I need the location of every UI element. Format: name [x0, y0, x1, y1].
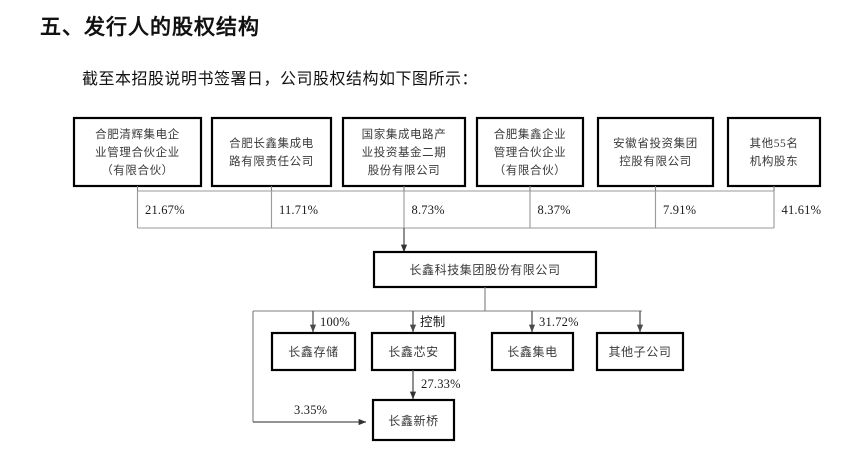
shareholder-box-2: 合肥长鑫集成电 路有限责任公司 [210, 116, 333, 188]
ownership-structure-diagram: 合肥清辉集电企 业管理合伙企业 （有限合伙） 合肥长鑫集成电 路有限责任公司 国… [0, 100, 867, 457]
shareholder-2-percent: 11.71% [279, 203, 318, 217]
shareholder-3-percent: 8.73% [412, 203, 445, 217]
subsidiary-2-relation: 控制 [420, 315, 445, 329]
shareholder-percent-row: 21.67% 11.71% 8.73% 8.37% 7.91% 41.61% [137, 190, 822, 229]
sub-subsidiary-box: 长鑫新桥 [371, 398, 456, 442]
shareholder-box-5: 安徽省投资集团 控股有限公司 [596, 116, 715, 188]
shareholder-5-line-1: 安徽省投资集团 [613, 136, 698, 150]
subsidiary-2-name: 长鑫芯安 [388, 344, 438, 359]
shareholder-5-line-2: 控股有限公司 [619, 154, 692, 168]
subsidiary-1-name: 长鑫存储 [288, 344, 338, 359]
shareholder-6-line-2: 机构股东 [750, 154, 798, 168]
shareholder-4-line-1: 合肥集鑫企业 [494, 127, 567, 141]
shareholder-4-line-3: （有限合伙） [494, 163, 567, 177]
subsidiary-relation-labels: 100% 控制 31.72% [320, 315, 579, 329]
shareholder-1-percent: 21.67% [145, 203, 185, 217]
shareholder-2-line-1: 合肥长鑫集成电 [229, 136, 314, 150]
subsidiary-3-relation: 31.72% [539, 315, 579, 329]
shareholder-4-line-2: 管理合伙企业 [494, 145, 567, 159]
shareholder-1-line-2: 业管理合伙企业 [95, 145, 180, 159]
subsidiary-1-relation: 100% [320, 315, 350, 329]
shareholder-3-line-2: 业投资基金二期 [362, 145, 447, 159]
intro-paragraph: 截至本招股说明书签署日，公司股权结构如下图所示： [82, 71, 479, 88]
subsidiary-box-4: 其他子公司 [595, 331, 685, 372]
shareholder-2-line-2: 路有限责任公司 [229, 154, 314, 168]
sub-subsidiary-edge-1-percent: 27.33% [421, 377, 461, 391]
shareholder-6-line-1: 其他55名 [750, 136, 799, 150]
subsidiary-box-3: 长鑫集电 [490, 331, 575, 372]
shareholder-5-percent: 7.91% [663, 203, 696, 217]
sub-subsidiary-inbound-vertical: 27.33% [409, 370, 461, 400]
issuer-name: 长鑫科技集团股份有限公司 [409, 262, 560, 277]
shareholder-box-6: 其他55名 机构股东 [726, 116, 822, 188]
page-title: 五、发行人的股权结构 [40, 15, 260, 39]
shareholder-1-line-1: 合肥清辉集电企 [95, 127, 180, 141]
shareholder-3-line-3: 股份有限公司 [368, 163, 441, 177]
sub-subsidiary-name: 长鑫新桥 [388, 413, 438, 428]
shareholder-box-4: 合肥集鑫企业 管理合伙企业 （有限合伙） [475, 116, 585, 188]
shareholder-6-percent: 41.61% [782, 203, 822, 217]
subsidiary-4-name: 其他子公司 [608, 345, 671, 359]
issuer-outbound-bus [252, 287, 644, 426]
issuer-box: 长鑫科技集团股份有限公司 [372, 250, 598, 289]
subsidiary-box-2: 长鑫芯安 [370, 331, 457, 372]
shareholder-box-3: 国家集成电路产 业投资基金二期 股份有限公司 [341, 116, 467, 188]
sub-subsidiary-edge-2-percent: 3.35% [294, 403, 327, 417]
shareholder-3-line-1: 国家集成电路产 [362, 127, 447, 141]
subsidiary-3-name: 长鑫集电 [507, 344, 557, 359]
subsidiary-box-1: 长鑫存储 [270, 331, 357, 372]
shareholder-4-percent: 8.37% [538, 203, 571, 217]
shareholder-box-1: 合肥清辉集电企 业管理合伙企业 （有限合伙） [72, 116, 203, 188]
shareholder-1-line-3: （有限合伙） [101, 163, 174, 177]
